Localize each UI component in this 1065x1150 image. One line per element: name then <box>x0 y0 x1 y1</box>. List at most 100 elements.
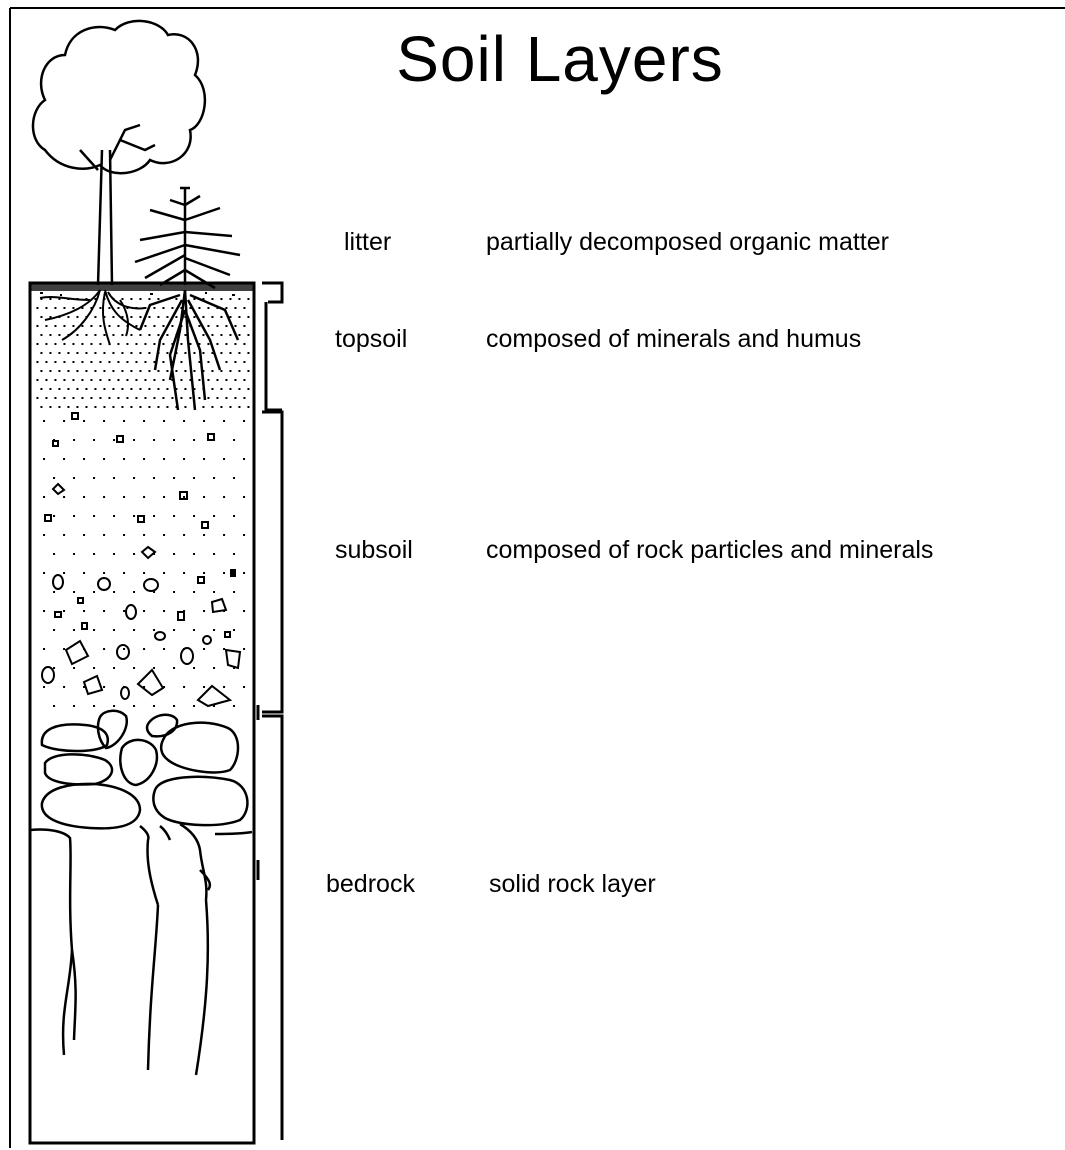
layer-description-litter: partially decomposed organic matter <box>486 228 889 257</box>
subsoil-dot <box>73 477 75 479</box>
topsoil-dot <box>40 316 42 318</box>
topsoil-dot <box>63 397 65 399</box>
topsoil-dot <box>238 298 240 300</box>
topsoil-dot <box>108 325 110 327</box>
subsoil-dot <box>113 439 115 441</box>
subsoil-dot <box>133 591 135 593</box>
topsoil-dot <box>207 325 209 327</box>
subsoil-dot <box>103 572 105 574</box>
topsoil-dot <box>229 298 231 300</box>
subsoil-dot <box>163 648 165 650</box>
topsoil-dot <box>58 370 60 372</box>
subsoil-dot <box>83 420 85 422</box>
subsoil-dot <box>53 477 55 479</box>
topsoil-dot <box>117 343 119 345</box>
topsoil-dot <box>67 370 69 372</box>
topsoil-dot <box>67 316 69 318</box>
topsoil-dot <box>234 379 236 381</box>
topsoil-dot <box>234 343 236 345</box>
topsoil-dot <box>67 388 69 390</box>
subsoil-dot <box>83 610 85 612</box>
subsoil-dot <box>223 496 225 498</box>
topsoil-dot <box>112 406 114 408</box>
topsoil-dot <box>238 370 240 372</box>
subsoil-dot <box>103 458 105 460</box>
topsoil-dot <box>144 325 146 327</box>
topsoil-dot <box>162 325 164 327</box>
topsoil-dot <box>243 361 245 363</box>
topsoil-dot <box>121 406 123 408</box>
topsoil-dot <box>202 316 204 318</box>
subsoil-dot <box>73 705 75 707</box>
topsoil-dot <box>76 388 78 390</box>
topsoil-dot <box>49 334 51 336</box>
topsoil-dot <box>180 379 182 381</box>
subsoil-dot <box>63 572 65 574</box>
subsoil-dot <box>103 420 105 422</box>
topsoil-dot <box>126 361 128 363</box>
subsoil-dot <box>143 496 145 498</box>
topsoil-dot <box>81 361 83 363</box>
subsoil-dot <box>163 420 165 422</box>
subsoil-dot <box>193 629 195 631</box>
topsoil-dot <box>49 298 51 300</box>
topsoil-dot <box>49 406 51 408</box>
topsoil-dot <box>207 343 209 345</box>
subsoil-dot <box>233 705 235 707</box>
topsoil-dot <box>139 370 141 372</box>
topsoil-dot <box>58 334 60 336</box>
subsoil-dot <box>203 458 205 460</box>
topsoil-dot <box>153 379 155 381</box>
subsoil-dot <box>123 420 125 422</box>
subsoil-dot <box>213 515 215 517</box>
topsoil-dot <box>99 325 101 327</box>
topsoil-dot <box>49 352 51 354</box>
topsoil-dot <box>220 352 222 354</box>
topsoil-dot <box>94 334 96 336</box>
subsoil-dot <box>103 534 105 536</box>
topsoil-dot <box>94 388 96 390</box>
subsoil-dot <box>153 515 155 517</box>
topsoil-dot <box>166 370 168 372</box>
topsoil-dot <box>135 379 137 381</box>
topsoil-dot <box>103 370 105 372</box>
topsoil-dot <box>238 352 240 354</box>
subsoil-dot <box>243 686 245 688</box>
topsoil-dot <box>94 352 96 354</box>
topsoil-dot <box>130 388 132 390</box>
topsoil-dot <box>234 361 236 363</box>
topsoil-dot <box>162 397 164 399</box>
topsoil-dot <box>157 298 159 300</box>
subsoil-dot <box>73 439 75 441</box>
topsoil-dot <box>103 352 105 354</box>
subsoil-dot <box>63 534 65 536</box>
topsoil-dot <box>153 397 155 399</box>
topsoil-dot <box>72 343 74 345</box>
subsoil-dot <box>193 439 195 441</box>
topsoil-dot <box>247 388 249 390</box>
topsoil-dot <box>63 361 65 363</box>
subsoil-dot <box>53 515 55 517</box>
subsoil-dot <box>53 591 55 593</box>
subsoil-dot <box>113 591 115 593</box>
subsoil-dot <box>173 591 175 593</box>
subsoil-dot <box>93 515 95 517</box>
subsoil-dot <box>73 553 75 555</box>
subsoil-dot <box>173 629 175 631</box>
topsoil-dot <box>148 388 150 390</box>
subsoil-dot <box>153 477 155 479</box>
topsoil-dot <box>72 379 74 381</box>
subsoil-dot <box>103 496 105 498</box>
topsoil-dot <box>130 316 132 318</box>
topsoil-dot <box>162 379 164 381</box>
topsoil-dot <box>76 406 78 408</box>
subsoil-dot <box>223 534 225 536</box>
subsoil-dot <box>43 648 45 650</box>
topsoil-dot <box>229 334 231 336</box>
topsoil-dot <box>234 307 236 309</box>
subsoil-dot <box>203 572 205 574</box>
subsoil-dot <box>173 477 175 479</box>
subsoil-dot <box>53 705 55 707</box>
topsoil-dot <box>220 298 222 300</box>
topsoil-dot <box>225 397 227 399</box>
